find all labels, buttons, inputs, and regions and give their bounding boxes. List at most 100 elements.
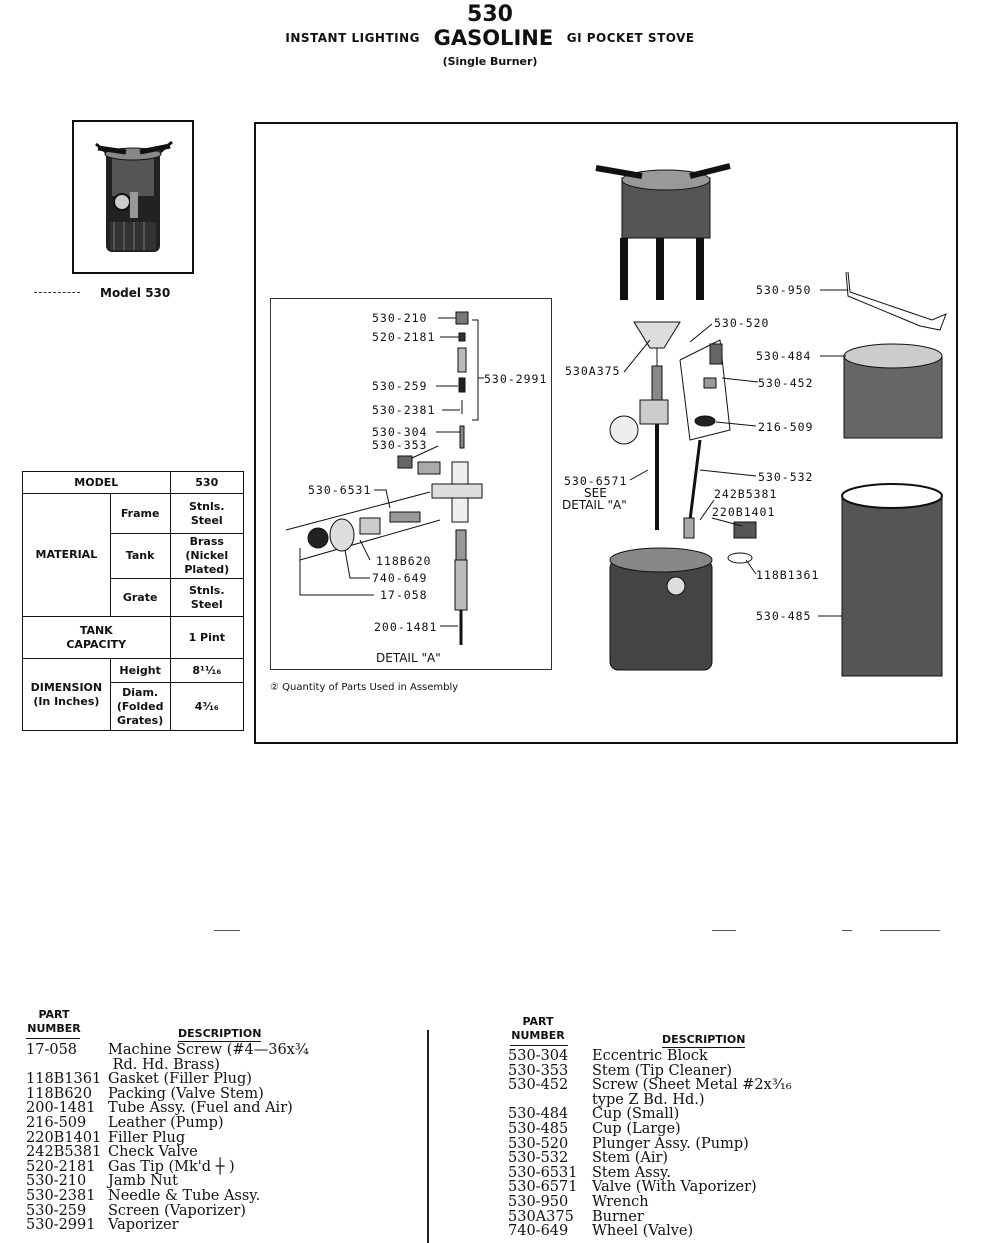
- spec-height-label: Height: [109, 658, 171, 683]
- label-220B1401: 220B1401: [712, 505, 776, 519]
- part-number: 530-6531: [508, 1164, 578, 1181]
- exploded-diagram-drawing: [285, 163, 947, 677]
- part-description: Leather (Pump): [108, 1114, 224, 1131]
- part-number: 530-2991: [26, 1217, 96, 1234]
- label-118B620: 118B620: [376, 554, 432, 568]
- part-number: 530-452: [508, 1077, 569, 1094]
- part-number: 530-6571: [508, 1179, 578, 1196]
- part-number: 118B1361: [26, 1071, 102, 1088]
- table-row: 530-210 Jamb Nut: [26, 1174, 406, 1189]
- scan-mark: [880, 930, 940, 931]
- part-description: Needle & Tube Assy.: [108, 1187, 261, 1204]
- part-description: Filler Plug: [108, 1129, 186, 1146]
- spec-model-value: 530: [169, 471, 245, 494]
- label-530A375: 530A375: [565, 364, 621, 378]
- label-530-452: 530-452: [758, 376, 814, 390]
- part-number: 530-304: [508, 1048, 569, 1064]
- table-row: 520-2181 Gas Tip (Mk'd ┼ ): [26, 1160, 406, 1175]
- spec-tank-label: Tank: [109, 533, 171, 579]
- table-row: 17-058 Machine Screw (#4—36x¾ Rd. Hd. Bra…: [26, 1043, 406, 1072]
- part-number: 530-353: [508, 1062, 569, 1079]
- part-description: Gasket (Filler Plug): [108, 1071, 252, 1088]
- part-number: 520-2181: [26, 1158, 96, 1175]
- spec-material-label: MATERIAL: [22, 493, 111, 617]
- part-description: Jamb Nut: [108, 1173, 178, 1190]
- column-divider: [427, 1030, 429, 1243]
- part-number: 242B5381: [26, 1144, 102, 1161]
- label-530-485: 530-485: [756, 609, 812, 623]
- table-row: 118B1361 Gasket (Filler Plug): [26, 1072, 406, 1087]
- part-description: Wrench: [592, 1193, 649, 1210]
- spec-frame-label: Frame: [109, 493, 171, 534]
- table-row: 740-649 Wheel (Valve): [508, 1224, 948, 1239]
- table-row: 530-2991 Vaporizer: [26, 1218, 406, 1233]
- scan-mark: [712, 930, 736, 931]
- part-number: 220B1401: [26, 1129, 102, 1146]
- part-number: 530-532: [508, 1150, 569, 1167]
- label-530-2991: 530-2991: [484, 372, 548, 386]
- page-subtitle: (Single Burner): [442, 55, 538, 68]
- label-520-2181: 520-2181: [372, 330, 436, 344]
- part-number: 530-210: [26, 1173, 87, 1190]
- part-number: 530-484: [508, 1106, 569, 1123]
- right-part-number-underline: [510, 1045, 568, 1046]
- part-description: Gas Tip (Mk'd ┼ ): [108, 1158, 235, 1175]
- page-title: INSTANT LIGHTING GASOLINE GI POCKET STOV…: [0, 26, 980, 50]
- part-description: Cup (Large): [592, 1120, 681, 1137]
- scan-mark: [842, 930, 852, 931]
- label-216-509: 216-509: [758, 420, 814, 434]
- see-label: SEE: [584, 486, 607, 500]
- part-description: Machine Screw (#4—36x¾ Rd. Hd. Brass): [108, 1042, 309, 1073]
- part-number: 740-649: [508, 1223, 569, 1240]
- spec-dimension-label: DIMENSION(In Inches): [22, 658, 111, 731]
- part-description: Plunger Assy. (Pump): [592, 1135, 749, 1152]
- part-number: 118B620: [26, 1085, 93, 1102]
- see-detail-a-label: DETAIL "A": [562, 498, 627, 512]
- part-number: 530-2381: [26, 1187, 96, 1204]
- detail-a-caption: DETAIL "A": [376, 651, 441, 665]
- parts-list-right: 530-304 Eccentric Block 530-353 Stem (Tip C…: [508, 1049, 948, 1239]
- title-main-text: GASOLINE: [433, 26, 554, 50]
- table-row: 530-2381 Needle & Tube Assy.: [26, 1189, 406, 1204]
- part-description: Screen (Vaporizer): [108, 1202, 246, 1219]
- stove-photo-illustration: [95, 140, 173, 252]
- table-row: 530-304 Eccentric Block: [508, 1049, 948, 1064]
- model-caption: Model 530: [100, 286, 171, 300]
- exploded-diagram-frame: [254, 122, 958, 744]
- table-row: 530-485 Cup (Large): [508, 1122, 948, 1137]
- part-description: Vaporizer: [108, 1217, 179, 1234]
- table-row: 220B1401 Filler Plug: [26, 1129, 406, 1146]
- part-description: Eccentric Block: [592, 1048, 708, 1064]
- part-number: 530-485: [508, 1120, 569, 1137]
- title-right-text: GI POCKET STOVE: [566, 31, 695, 45]
- part-number: 530A375: [508, 1208, 574, 1225]
- left-part-number-underline: [26, 1038, 80, 1039]
- left-description-header: DESCRIPTION: [178, 1027, 262, 1040]
- table-row: 530-950 Wrench: [508, 1195, 948, 1210]
- part-number: 530-520: [508, 1135, 569, 1152]
- part-description: Packing (Valve Stem): [108, 1085, 264, 1102]
- part-description: Stem (Tip Cleaner): [592, 1062, 733, 1079]
- table-row: 530-353 Stem (Tip Cleaner): [508, 1062, 948, 1079]
- scan-mark: [214, 930, 240, 931]
- parts-list-left: 17-058 Machine Screw (#4—36x¾ Rd. Hd. Bra…: [26, 1043, 406, 1233]
- label-530-259: 530-259: [372, 379, 428, 393]
- label-530-520: 530-520: [714, 316, 770, 330]
- part-description: Screw (Sheet Metal #2x³⁄₁₆ type Z Bd. Hd…: [592, 1077, 792, 1108]
- part-description: Wheel (Valve): [592, 1223, 694, 1240]
- part-number: 17-058: [26, 1042, 78, 1058]
- label-530-353: 530-353: [372, 438, 428, 452]
- label-530-950: 530-950: [756, 283, 812, 297]
- part-number: 530-950: [508, 1193, 569, 1210]
